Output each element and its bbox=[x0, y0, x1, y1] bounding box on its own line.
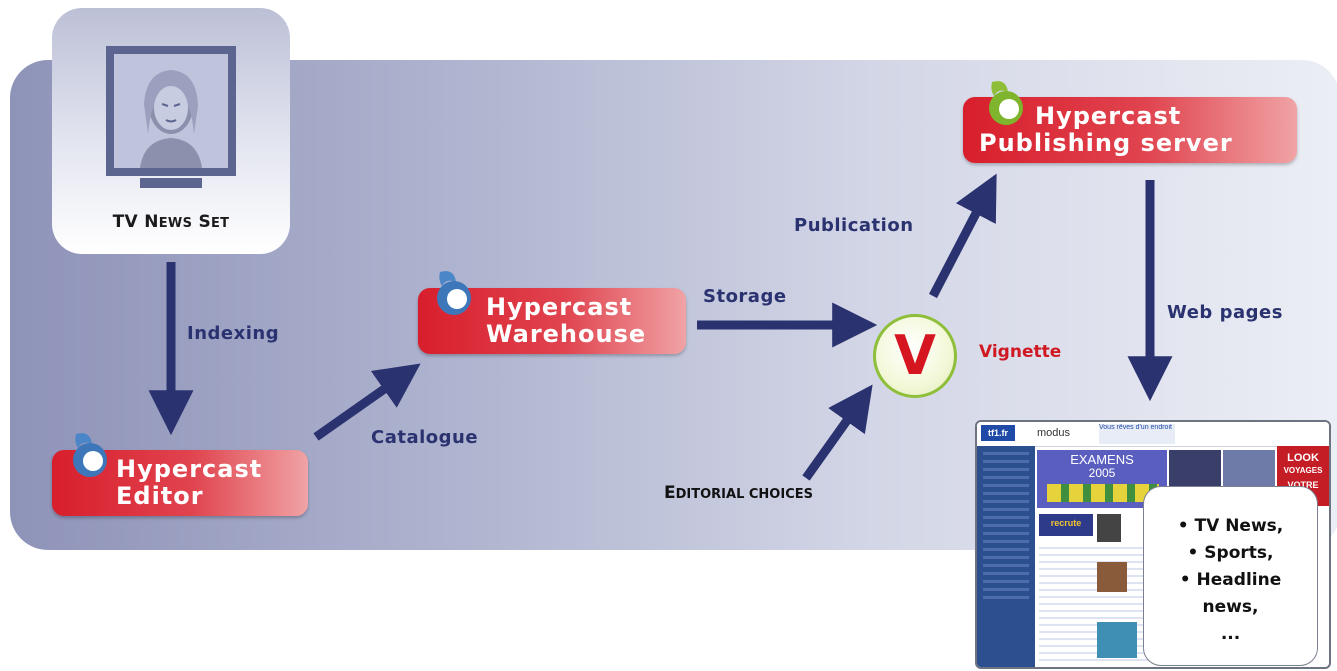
callout-line-3: • Headline bbox=[1179, 570, 1282, 590]
vignette-node: V bbox=[873, 314, 957, 398]
storage-label: Storage bbox=[703, 286, 787, 307]
editor-line2: Editor bbox=[116, 482, 204, 510]
hypercast-editor-logo-icon bbox=[73, 433, 107, 477]
vignette-symbol: V bbox=[894, 324, 936, 387]
callout-line-2: • Sports, bbox=[1187, 543, 1274, 563]
hypercast-publishing-logo-icon bbox=[989, 81, 1023, 125]
tv-stand bbox=[140, 178, 202, 188]
site-brand: modus bbox=[1037, 427, 1071, 439]
site-thumb-3 bbox=[1097, 622, 1137, 658]
editor-line1: Hypercast bbox=[116, 455, 263, 483]
site-banner-year: 2005 bbox=[1088, 466, 1116, 480]
callout-line-4: news, bbox=[1202, 597, 1259, 617]
indexing-label: Indexing bbox=[187, 323, 280, 344]
tv-news-set-label: TV NEWS SET bbox=[112, 212, 230, 232]
tv-presenter-icon bbox=[106, 46, 236, 176]
site-banner-tiles bbox=[1047, 484, 1159, 502]
catalogue-label: Catalogue bbox=[371, 427, 479, 448]
site-sidebar-links bbox=[983, 452, 1029, 602]
editorial-choices-label: EDITORIAL CHOICES bbox=[664, 483, 813, 503]
arrow-editorial bbox=[802, 384, 873, 481]
tv-news-set-card bbox=[52, 8, 290, 254]
site-promo-text: recrute bbox=[1050, 518, 1082, 528]
vignette-label: Vignette bbox=[979, 342, 1062, 362]
publishing-line1: Hypercast bbox=[1035, 102, 1182, 130]
site-promo bbox=[1039, 514, 1093, 536]
site-banner-title: EXAMENS bbox=[1070, 452, 1134, 467]
web-pages-label: Web pages bbox=[1167, 302, 1283, 323]
arrow-catalogue bbox=[313, 363, 421, 441]
hypercast-publishing-node: Hypercast Publishing server bbox=[963, 97, 1297, 163]
site-ad-top: LOOK bbox=[1287, 452, 1319, 464]
callout-line-5: ... bbox=[1220, 624, 1241, 644]
site-thumb-2 bbox=[1097, 562, 1127, 592]
site-ad-extra: VOTRE bbox=[1287, 480, 1319, 490]
content-callout: • TV News, • Sports, • Headline news, ..… bbox=[1143, 486, 1318, 666]
warehouse-line1: Hypercast bbox=[486, 293, 633, 321]
site-ad-bottom: VOYAGES bbox=[1283, 466, 1323, 475]
site-logo: tf1.fr bbox=[981, 425, 1015, 441]
callout-line-1: • TV News, bbox=[1177, 516, 1284, 536]
site-headline: Vous rêves d'un endroit bbox=[1099, 424, 1175, 444]
warehouse-line2: Warehouse bbox=[486, 320, 647, 348]
publishing-line2: Publishing server bbox=[979, 129, 1233, 157]
publication-label: Publication bbox=[794, 215, 914, 236]
site-thumb-1 bbox=[1097, 514, 1121, 542]
hypercast-warehouse-logo-icon bbox=[437, 271, 471, 315]
arrow-publication bbox=[929, 173, 997, 299]
